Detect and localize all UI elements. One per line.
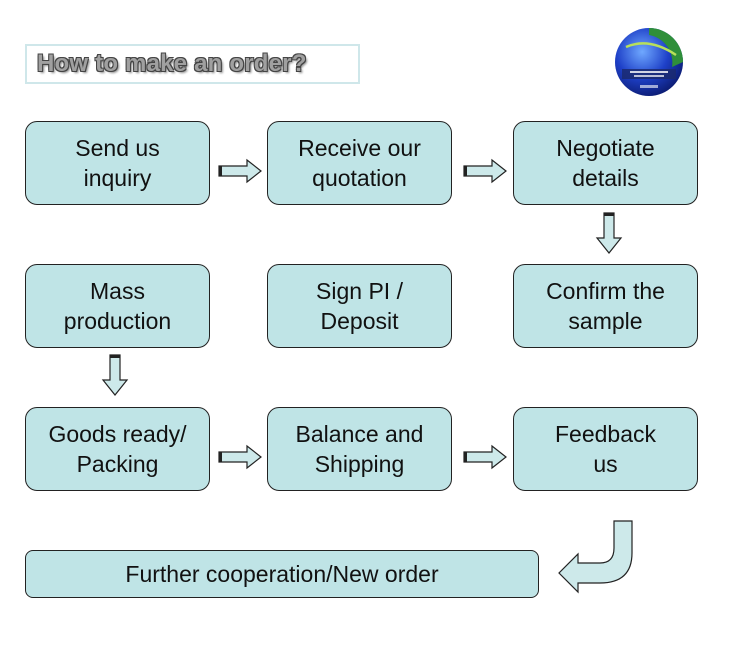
step-further-cooperation: Further cooperation/New order <box>25 550 539 598</box>
title-box: How to make an order? <box>25 44 360 84</box>
arrow-down-icon <box>101 354 129 396</box>
step-negotiate-details: Negotiate details <box>513 121 698 205</box>
step-mass-production: Mass production <box>25 264 210 348</box>
step-send-inquiry: Send us inquiry <box>25 121 210 205</box>
step-receive-quotation: Receive our quotation <box>267 121 452 205</box>
arrow-right-icon <box>218 444 262 470</box>
arrow-down-icon <box>595 212 623 254</box>
globe-logo-icon <box>615 28 683 96</box>
arrow-right-icon <box>218 158 262 184</box>
arrow-right-icon <box>463 158 507 184</box>
arrow-right-icon <box>463 444 507 470</box>
page-title: How to make an order? <box>37 50 307 77</box>
step-confirm-sample: Confirm the sample <box>513 264 698 348</box>
step-sign-pi-deposit: Sign PI / Deposit <box>267 264 452 348</box>
step-balance-shipping: Balance and Shipping <box>267 407 452 491</box>
curved-arrow-icon <box>558 520 633 594</box>
step-feedback-us: Feedback us <box>513 407 698 491</box>
step-goods-ready-packing: Goods ready/ Packing <box>25 407 210 491</box>
